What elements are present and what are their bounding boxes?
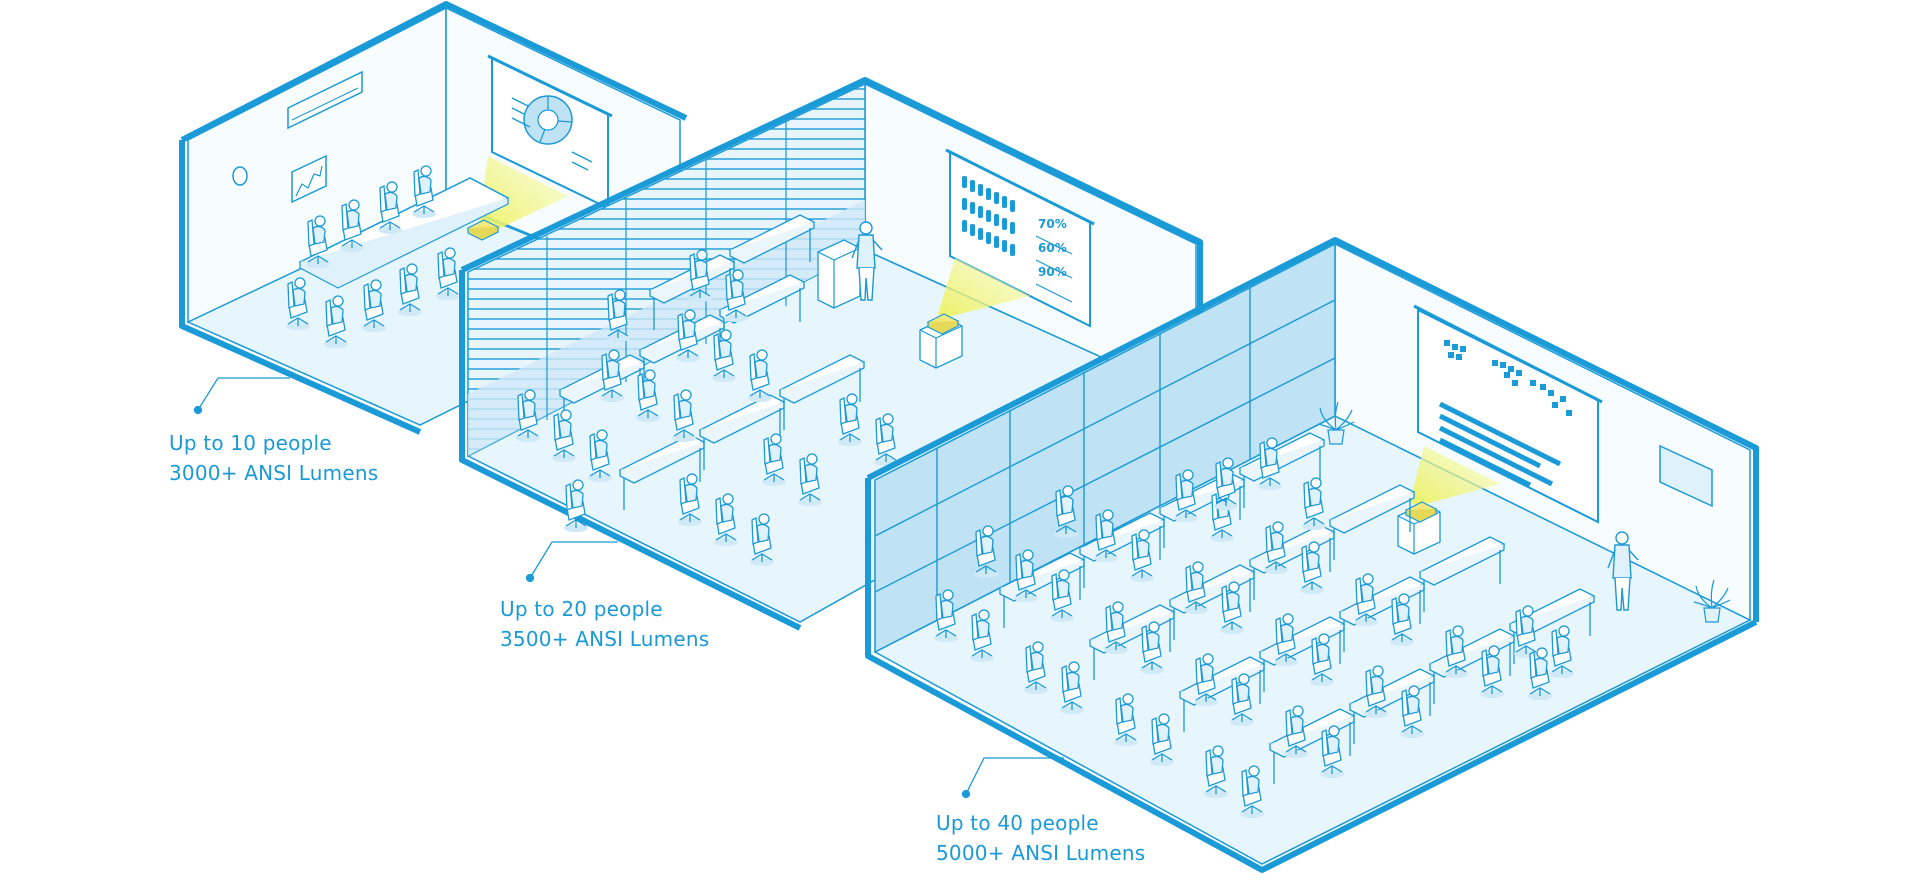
medium-room: 70% 60% 90% [459, 77, 1203, 631]
medium-room-projector-beam [938, 258, 1030, 318]
people-icons [962, 176, 1015, 256]
capacity-text: Up to 20 people [500, 597, 663, 621]
medium-room-projection-screen: 70% 60% 90% [945, 148, 1095, 328]
callout-dot-large [961, 789, 971, 799]
large-room [865, 237, 1759, 873]
brightness-text: 3500+ ANSI Lumens [500, 627, 710, 651]
callout-leader-medium [529, 541, 618, 579]
callout-dot-medium [525, 573, 535, 583]
callout-leader-small [197, 377, 290, 411]
wall-chart-icon [291, 154, 327, 204]
room-label-small: Up to 10 people 3000+ ANSI Lumens [169, 428, 378, 488]
capacity-text: Up to 40 people [936, 811, 1099, 835]
small-room-projection-screen [487, 54, 613, 210]
callout-leaders [193, 377, 1064, 799]
room-label-medium: Up to 20 people 3500+ ANSI Lumens [500, 594, 709, 654]
large-room-projector-beam [1410, 446, 1500, 506]
world-map-icon [1444, 340, 1572, 416]
air-conditioner-icon [287, 70, 363, 130]
stat-1: 70% [1038, 217, 1067, 231]
brightness-text: 3000+ ANSI Lumens [169, 461, 379, 485]
wall-frame-icon [1659, 444, 1713, 508]
callout-leader-large [965, 757, 1064, 795]
callout-dot-small [193, 405, 203, 415]
large-room-projection-screen [1413, 304, 1603, 524]
brightness-text: 5000+ ANSI Lumens [936, 841, 1146, 865]
stat-3: 90% [1038, 265, 1067, 279]
room-label-large: Up to 40 people 5000+ ANSI Lumens [936, 808, 1145, 868]
wall-clock-icon [232, 166, 248, 186]
small-room-projector-beam [478, 156, 568, 232]
podium [817, 239, 861, 309]
capacity-text: Up to 10 people [169, 431, 332, 455]
stat-2: 60% [1038, 241, 1067, 255]
